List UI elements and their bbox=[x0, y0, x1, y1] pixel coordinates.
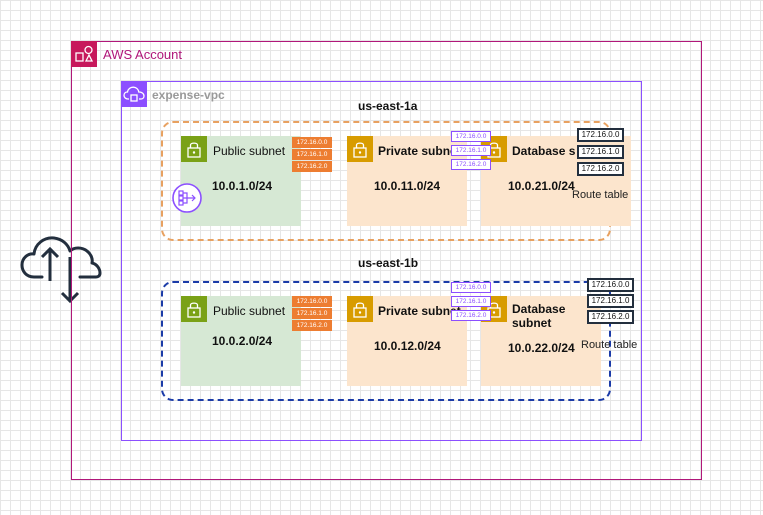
private-subnet-cidr: 10.0.12.0/24 bbox=[374, 339, 441, 353]
route-entry: 172.16.2.0 bbox=[292, 161, 332, 172]
route-entry: 172.16.2.0 bbox=[451, 310, 491, 321]
lock-icon bbox=[181, 136, 207, 162]
route-entry: 172.16.1.0 bbox=[292, 308, 332, 319]
availability-zone-2 bbox=[161, 281, 611, 401]
route-table-entry: 172.16.2.0 bbox=[587, 310, 634, 324]
nat-gateway-icon bbox=[172, 183, 202, 213]
private-subnet-1a: Private subnet 10.0.11.0/24 bbox=[347, 136, 467, 226]
route-entry: 172.16.0.0 bbox=[292, 296, 332, 307]
route-table-entry: 172.16.0.0 bbox=[577, 128, 624, 142]
route-entry: 172.16.1.0 bbox=[451, 296, 491, 307]
lock-icon bbox=[347, 136, 373, 162]
public-subnet-1b: Public subnet 10.0.2.0/24 bbox=[181, 296, 301, 386]
route-table-entry: 172.16.1.0 bbox=[577, 145, 624, 159]
public-subnet-cidr: 10.0.1.0/24 bbox=[212, 179, 273, 193]
route-table-label: Route table bbox=[581, 339, 638, 351]
route-entry: 172.16.0.0 bbox=[451, 282, 491, 293]
route-entry: 172.16.2.0 bbox=[292, 320, 332, 331]
route-table-entry: 172.16.1.0 bbox=[587, 294, 634, 308]
lock-icon bbox=[347, 296, 373, 322]
aws-account-label: AWS Account bbox=[103, 47, 182, 62]
route-entry: 172.16.0.0 bbox=[292, 137, 332, 148]
aws-account-icon bbox=[71, 41, 97, 67]
az1-label: us-east-1a bbox=[358, 99, 418, 113]
public-subnet-1a: Public subnet 10.0.1.0/24 bbox=[181, 136, 301, 226]
route-entry: 172.16.1.0 bbox=[451, 145, 491, 156]
database-subnet-title: Database s bbox=[512, 144, 576, 158]
database-subnet-cidr: 10.0.21.0/24 bbox=[508, 179, 575, 193]
database-subnet-title: Database subnet bbox=[512, 302, 566, 330]
route-entry: 172.16.1.0 bbox=[292, 149, 332, 160]
public-subnet-title: Public subnet bbox=[213, 144, 286, 158]
vpc-group bbox=[121, 81, 642, 441]
private-subnet-title: Private subnet bbox=[378, 304, 461, 318]
private-subnet-1b: Private subnet 10.0.12.0/24 bbox=[347, 296, 467, 386]
database-subnet-cidr: 10.0.22.0/24 bbox=[508, 341, 575, 355]
database-subnet-1b: Database subnet 10.0.22.0/24 bbox=[481, 296, 601, 386]
lock-icon bbox=[181, 296, 207, 322]
route-entry: 172.16.0.0 bbox=[451, 131, 491, 142]
private-subnet-title: Private subnet bbox=[378, 144, 461, 158]
az2-label: us-east-1b bbox=[358, 256, 419, 270]
vpc-cloud-icon bbox=[121, 81, 147, 107]
private-subnet-cidr: 10.0.11.0/24 bbox=[374, 179, 441, 193]
public-subnet-title: Public subnet bbox=[213, 304, 286, 318]
vpc-label: expense-vpc bbox=[152, 88, 225, 102]
route-entry: 172.16.2.0 bbox=[451, 159, 491, 170]
aws-account-group bbox=[71, 41, 702, 480]
route-table-entry: 172.16.2.0 bbox=[577, 162, 624, 176]
route-table-entry: 172.16.0.0 bbox=[587, 278, 634, 292]
public-subnet-cidr: 10.0.2.0/24 bbox=[212, 334, 273, 348]
route-table-label: Route table bbox=[572, 189, 629, 201]
cloud-upload-download-icon bbox=[20, 236, 102, 304]
